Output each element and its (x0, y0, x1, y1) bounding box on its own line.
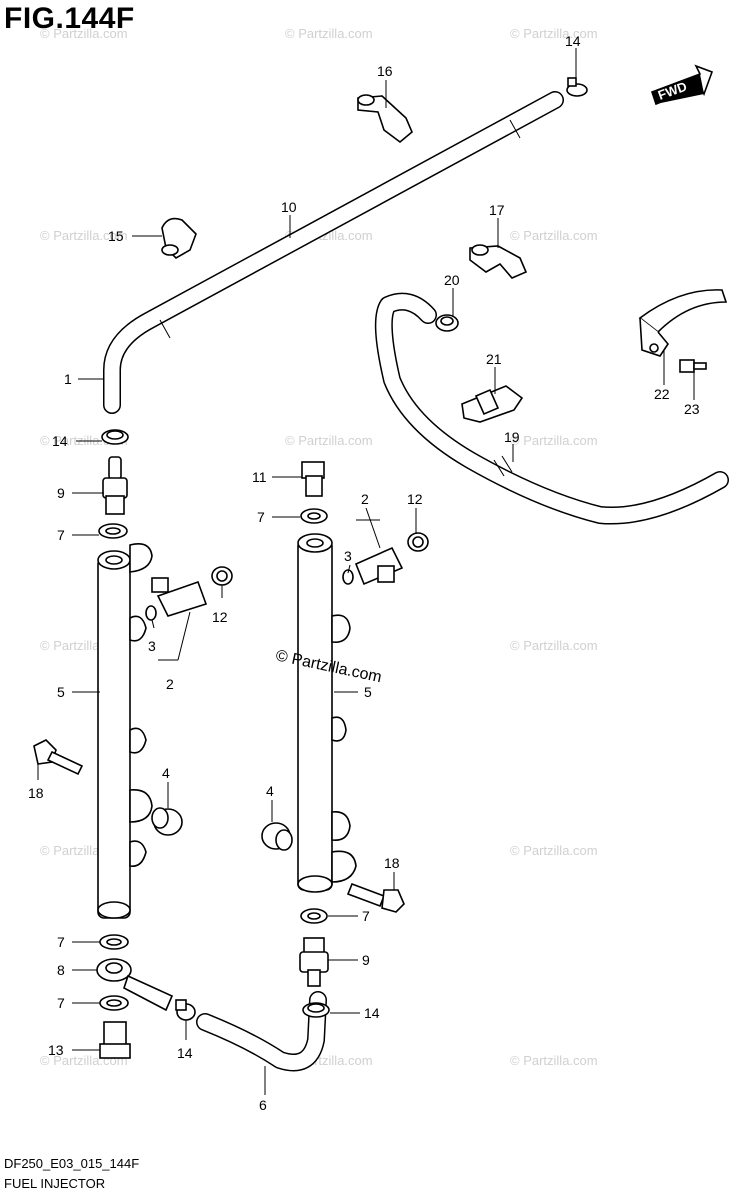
injector-left (145, 566, 233, 621)
watermark: © Partzilla.com (510, 26, 598, 41)
watermark: © Partzilla.com (40, 26, 128, 41)
callout-21: 21 (486, 351, 502, 367)
hose-19 (374, 292, 729, 525)
clamp-16 (357, 94, 413, 144)
clamp-14-top (566, 77, 588, 97)
hose-6 (196, 991, 327, 1072)
callout-12: 12 (407, 491, 423, 507)
callout-16: 16 (377, 63, 393, 79)
callout-5: 5 (57, 684, 65, 700)
fuel-hose-10 (103, 91, 564, 414)
fitting-9-left (102, 456, 128, 515)
watermark: © Partzilla.com (510, 1053, 598, 1068)
watermark: © Partzilla.com (510, 228, 598, 243)
callout-14: 14 (364, 1005, 380, 1021)
spacer-4-left (151, 807, 183, 836)
callout-2: 2 (361, 491, 369, 507)
callout-7: 7 (57, 934, 65, 950)
clamp-14-left (101, 429, 129, 445)
callout-7: 7 (57, 527, 65, 543)
watermark: © Partzilla.com (40, 228, 128, 243)
callout-4: 4 (266, 783, 274, 799)
washer-7-b (99, 934, 129, 950)
watermark: © Partzilla.com (510, 433, 598, 448)
bolt-23 (679, 359, 707, 373)
callout-15: 15 (108, 228, 124, 244)
callout-1: 1 (64, 371, 72, 387)
watermark: © Partzilla.com (285, 433, 373, 448)
bracket-22 (638, 289, 728, 357)
callout-4: 4 (162, 765, 170, 781)
clamp-15 (161, 217, 197, 259)
clamp-17 (469, 244, 528, 279)
callout-19: 19 (504, 429, 520, 445)
washer-7-e (300, 908, 328, 924)
watermark: © Partzilla.com (285, 26, 373, 41)
injector-right (342, 532, 429, 586)
callout-7: 7 (362, 908, 370, 924)
callout-14: 14 (177, 1045, 193, 1061)
callout-3: 3 (344, 548, 352, 564)
callout-18: 18 (384, 855, 400, 871)
clamp-14-lower-left (175, 999, 196, 1021)
callout-2: 2 (166, 676, 174, 692)
callout-6: 6 (259, 1097, 267, 1113)
clamp-21 (461, 385, 524, 423)
callout-5: 5 (364, 684, 372, 700)
bolt-18-left (33, 739, 84, 776)
fuel-rail-5-left (97, 543, 153, 919)
callout-12: 12 (212, 609, 228, 625)
fitting-11 (301, 461, 325, 497)
fwd-arrow: FWD (650, 64, 714, 106)
spacer-4-right (261, 822, 293, 851)
callout-18: 18 (28, 785, 44, 801)
bolt-18-right (346, 882, 405, 913)
callout-10: 10 (281, 199, 297, 215)
clamp-14-lower-right (302, 1002, 330, 1018)
callout-23: 23 (684, 401, 700, 417)
callout-8: 8 (57, 962, 65, 978)
washer-7-a (98, 523, 128, 539)
callout-9: 9 (57, 485, 65, 501)
washer-7-c (99, 995, 129, 1011)
fitting-9-right (299, 937, 329, 987)
washer-7-d (300, 508, 328, 524)
callout-3: 3 (148, 638, 156, 654)
clamp-20 (435, 314, 459, 332)
callout-7: 7 (57, 995, 65, 1011)
fuel-rail-5-right (297, 533, 357, 893)
figure-title: FIG.144F (4, 2, 135, 35)
callout-13: 13 (48, 1042, 64, 1058)
callout-7: 7 (257, 509, 265, 525)
callout-14: 14 (52, 433, 68, 449)
callout-17: 17 (489, 202, 505, 218)
diagram-code: DF250_E03_015_144F (4, 1156, 140, 1171)
watermark: © Partzilla.com (510, 638, 598, 653)
callout-20: 20 (444, 272, 460, 288)
callout-9: 9 (362, 952, 370, 968)
banjo-8 (96, 958, 174, 1012)
callout-14: 14 (565, 33, 581, 49)
callout-22: 22 (654, 386, 670, 402)
callouts: 14 16 10 15 17 20 1 22 23 21 14 19 11 9 … (28, 33, 700, 1113)
watermark: © Partzilla.com (510, 843, 598, 858)
bolt-13 (99, 1021, 131, 1059)
leader-lines (37, 48, 695, 1095)
callout-11: 11 (252, 469, 267, 485)
diagram-name: FUEL INJECTOR (4, 1176, 106, 1191)
